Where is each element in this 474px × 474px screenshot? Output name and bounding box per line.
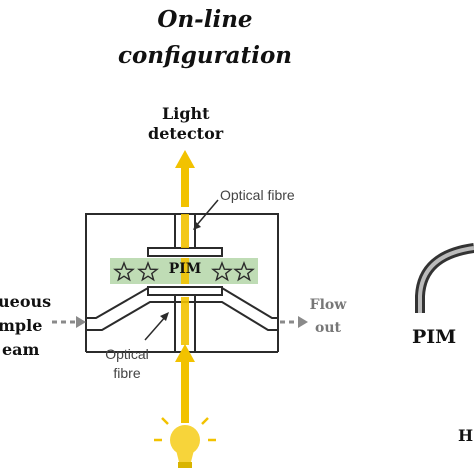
flow-out-label-line1: Flow xyxy=(309,297,347,313)
light-beam-upper xyxy=(181,214,189,248)
right-pim-arc xyxy=(415,243,474,313)
optical-fibre-bottom-label-line1: Optical xyxy=(105,346,149,362)
light-arrow-from-bulb xyxy=(175,344,195,423)
flow-out-arrow xyxy=(280,316,308,328)
star-icon xyxy=(211,261,233,282)
aqueous-label-line2: mple xyxy=(0,316,43,335)
light-detector-label-line2: detector xyxy=(148,124,224,143)
right-pim-label: PIM xyxy=(412,326,457,348)
pim-label: PIM xyxy=(168,261,202,277)
star-icon xyxy=(137,261,159,282)
light-beam-pim xyxy=(181,258,189,284)
star-icons xyxy=(113,261,255,282)
diagram-title-line1: On-line xyxy=(157,6,253,33)
flow-out-label-line2: out xyxy=(315,320,341,336)
fibre-top-pointer xyxy=(195,199,219,227)
light-beam-lower xyxy=(181,297,189,345)
optical-fibre-bottom-label-line2: fibre xyxy=(113,365,141,381)
diagram-title-line2: configuration xyxy=(117,42,293,69)
lightbulb-icon xyxy=(154,408,216,468)
star-icon xyxy=(233,261,255,282)
star-icon xyxy=(113,261,135,282)
fibre-top-arrowhead xyxy=(193,222,201,230)
light-arrow-up xyxy=(175,150,195,207)
bottom-fibre-plate xyxy=(147,286,223,352)
sample-in-arrow xyxy=(52,316,86,328)
aqueous-label-line3: eam xyxy=(2,340,40,359)
aqueous-label-line1: ueous xyxy=(0,292,52,311)
optical-fibre-top-label: Optical fibre xyxy=(220,187,295,203)
fibre-bottom-arrowhead xyxy=(160,312,169,321)
fibre-bottom-pointer xyxy=(144,315,167,341)
light-detector-label-line1: Light xyxy=(162,104,210,123)
right-h-label: H xyxy=(458,426,474,445)
